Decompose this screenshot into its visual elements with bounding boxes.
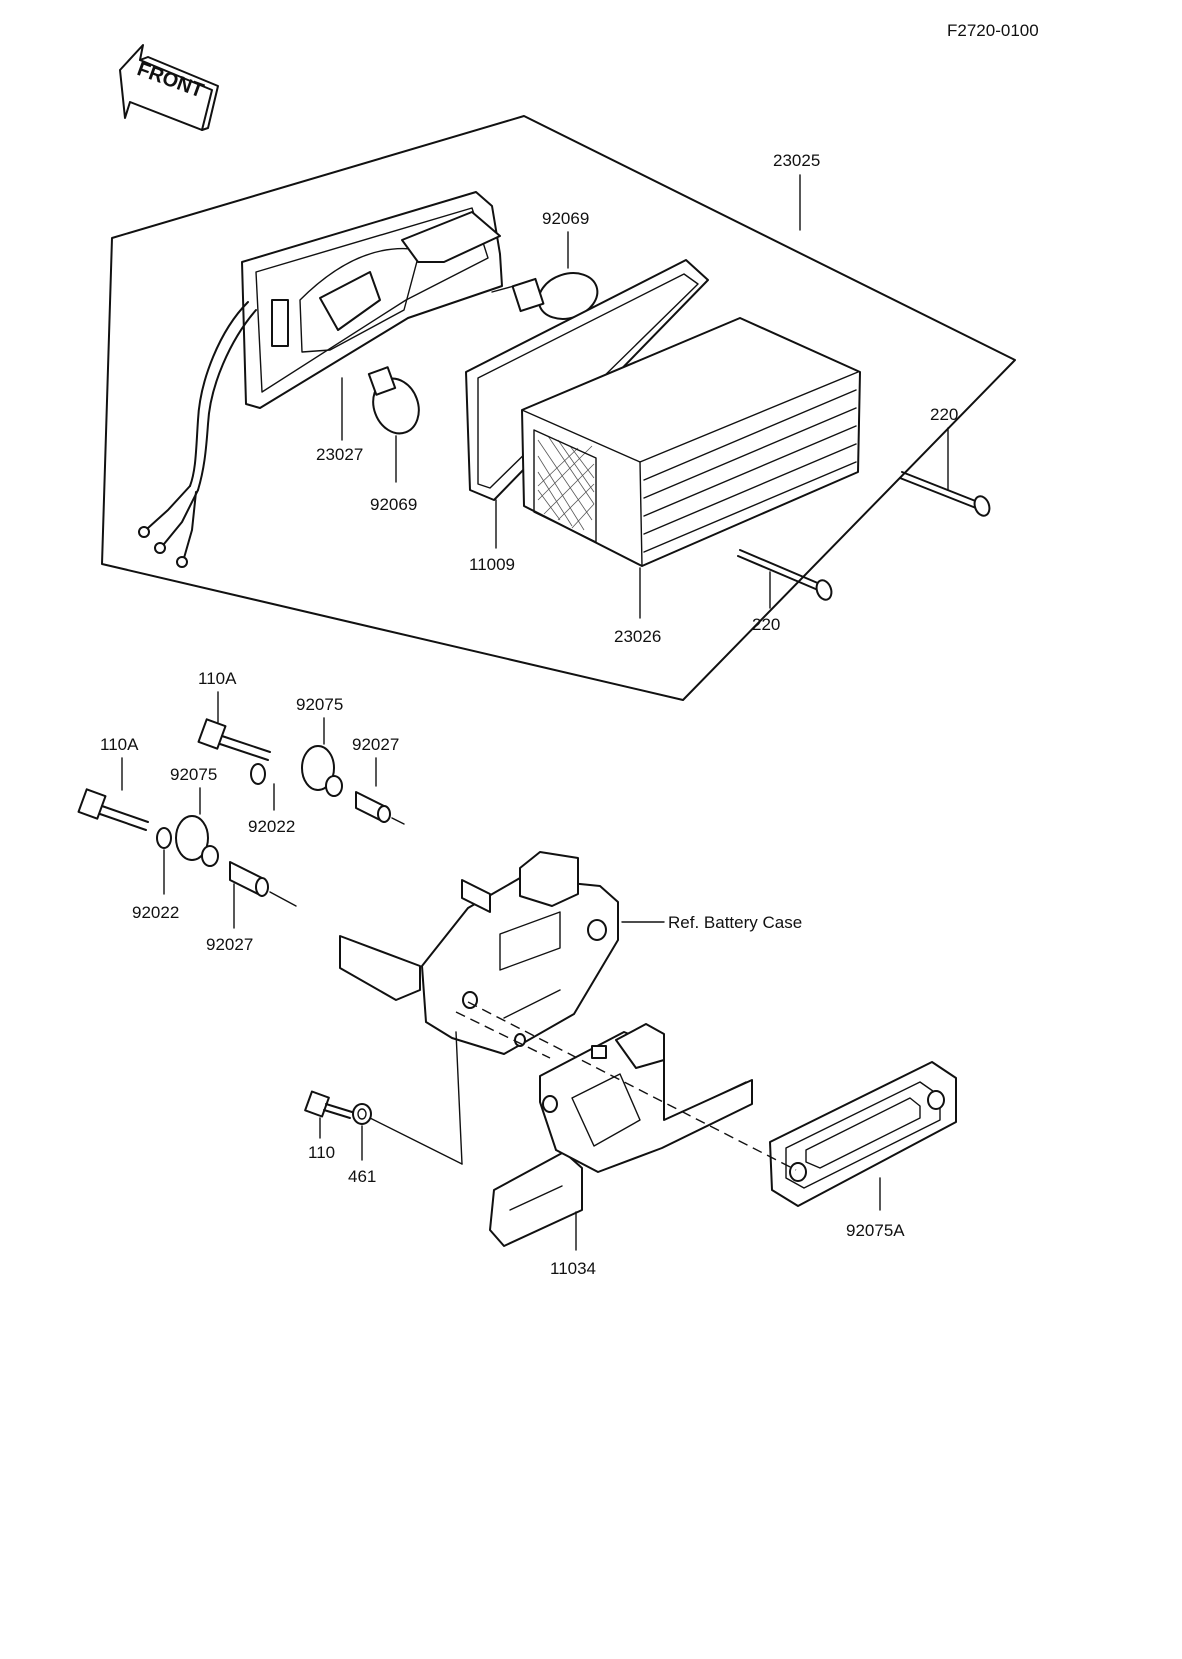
wiring-harness [138,301,257,568]
label-92027-lower: 92027 [206,935,253,954]
alignment-line-1 [467,1001,797,1171]
label-23027: 23027 [316,445,363,464]
doc-code: F2720-0100 [947,21,1039,40]
label-23026: 23026 [614,627,661,646]
label-92069-bottom: 92069 [370,495,417,514]
ref-battery-case: Ref. Battery Case [668,913,802,932]
connector-461-up [455,1031,463,1165]
front-label: FRONT [134,58,206,102]
label-11009: 11009 [469,555,515,574]
screw-220-right [899,471,991,517]
label-92075-upper: 92075 [296,695,343,714]
label-92075-lower: 92075 [170,765,217,784]
label-92022-lower: 92022 [132,903,179,922]
label-110A-lower: 110A [100,735,139,754]
lamp-base-23027 [241,191,503,409]
bolt-110 [304,1090,353,1119]
bolt-110A-lower [77,788,149,831]
label-110A-upper: 110A [198,669,237,688]
label-220-bottom: 220 [752,615,780,634]
collar-92027-lower [229,861,297,907]
label-23025: 23025 [773,151,820,170]
battery-case-bracket [339,851,619,1055]
collar-92027-upper [355,791,405,825]
label-92022-upper: 92022 [248,817,295,836]
label-11034: 11034 [550,1259,596,1278]
screw-220-bottom [737,549,833,601]
alignment-line-2 [455,1011,551,1059]
label-92069-top: 92069 [542,209,589,228]
label-92075A: 92075A [846,1221,905,1240]
grommet-92075-lower [175,815,219,867]
bolt-110A-upper [197,718,271,761]
label-461: 461 [348,1167,376,1186]
label-92027-upper: 92027 [352,735,399,754]
bulb-92069-lower [367,366,420,435]
lens-23026 [521,317,861,567]
label-110: 110 [308,1143,335,1162]
washer-92022-upper [250,763,266,785]
connector-461 [369,1117,463,1165]
label-220-right: 220 [930,405,958,424]
license-bracket-11034 [489,1023,753,1247]
front-arrow-icon: FRONT [119,44,219,131]
grommet-92075-upper [301,745,343,797]
license-light-92075A [769,1061,957,1207]
washer-92022-lower [156,827,172,849]
nut-461 [352,1103,372,1125]
assembly-boundary [101,115,1016,701]
